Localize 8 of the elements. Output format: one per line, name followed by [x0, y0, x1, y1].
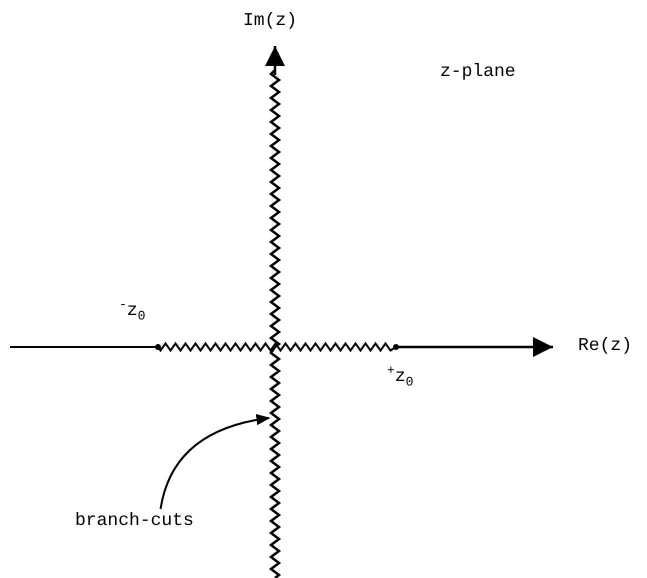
callout-text: branch-cuts	[75, 512, 194, 530]
axis-label: Re(z)	[578, 337, 632, 355]
branch-point-label: $^{-}$z$_{0}$	[119, 298, 146, 323]
branch-point-label: $^{+}$z$_{0}$	[387, 364, 414, 389]
plane-label: z-plane	[440, 63, 516, 81]
axis-label: Im(z)	[243, 12, 298, 30]
leader-line	[160, 414, 270, 510]
branch-cut	[268, 346, 282, 578]
